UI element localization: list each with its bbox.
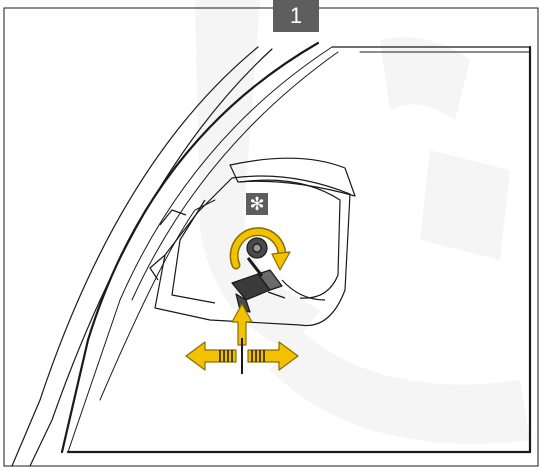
- snowflake-symbol: ✻: [249, 194, 264, 215]
- double-horizontal-arrow-icon: [186, 338, 298, 374]
- snowflake-icon: ✻: [246, 193, 268, 215]
- background-watermark: [195, 0, 530, 444]
- step-number-badge: 1: [273, 0, 319, 32]
